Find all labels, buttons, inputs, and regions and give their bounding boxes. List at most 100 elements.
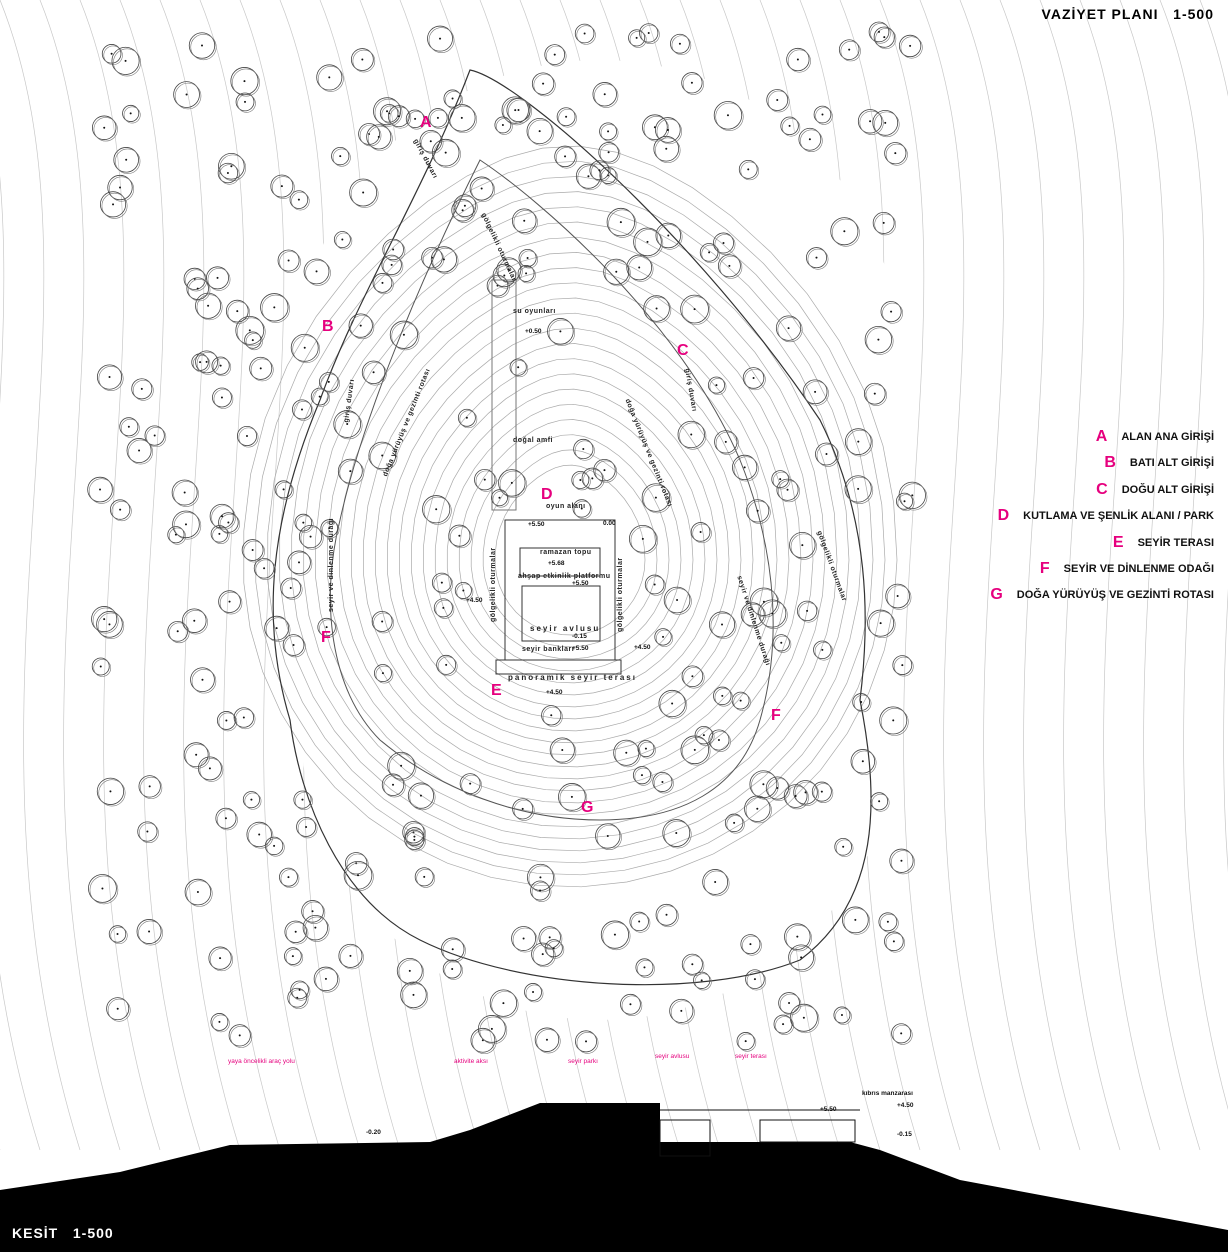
tree-icon [287, 550, 313, 576]
tree-icon [633, 227, 664, 258]
tree-icon [620, 993, 643, 1017]
tree-icon [773, 1014, 794, 1035]
tree-icon [681, 72, 704, 95]
tree-icon [433, 598, 455, 619]
tree-icon [131, 378, 154, 401]
marker-c: C [677, 342, 689, 359]
contour-line [1119, 0, 1201, 1151]
tree-icon [880, 301, 904, 324]
tree-icon [699, 243, 720, 264]
tree-icon [277, 249, 301, 273]
tree-icon [374, 664, 394, 684]
legend-text: BATI ALT GİRİŞİ [1129, 457, 1214, 469]
tree-icon [470, 1027, 497, 1055]
tree-icon [197, 756, 224, 782]
tree-icon [784, 923, 812, 952]
legend-text: DOĞU ALT GİRİŞİ [1121, 484, 1214, 496]
tree-icon [182, 608, 208, 635]
tree-icon [884, 931, 906, 953]
tree-icon [167, 620, 190, 644]
tree-icon [494, 116, 513, 135]
stair-strip [491, 279, 517, 511]
tree-icon [373, 97, 403, 127]
contour-line [255, 160, 886, 876]
tree-icon [599, 122, 619, 142]
label-golgelikli-left: gölgelikli oturmalar [490, 547, 497, 622]
tree-icon [872, 212, 896, 236]
section-label-kibris: kıbrıs manzarası [862, 1090, 913, 1097]
tree-icon [282, 634, 306, 658]
tree-icon [431, 572, 454, 594]
legend-letter: E [1112, 534, 1124, 551]
contour-line [470, 434, 670, 660]
tree-icon [316, 64, 344, 92]
tree-icon [313, 966, 340, 993]
tree-icon [249, 356, 274, 382]
contour-line [79, 0, 161, 1151]
tree-icon [530, 880, 552, 902]
tree-icon [87, 476, 115, 504]
tree-icon [212, 387, 234, 409]
tree-icon [798, 127, 823, 153]
legend-item-b: B BATI ALT GİRİŞİ [1104, 452, 1214, 474]
contour-line [267, 176, 874, 864]
tree-icon [188, 32, 217, 61]
marker-f-east: F [771, 707, 781, 724]
tree-icon [184, 878, 213, 907]
tree-icon [136, 919, 163, 946]
tree-icon [740, 934, 762, 956]
contour-line [387, 327, 754, 744]
tree-icon [745, 969, 767, 991]
tree-icon [400, 981, 429, 1010]
tree-icon [100, 191, 128, 219]
tree-icon [190, 667, 217, 694]
walking-paths [272, 69, 872, 986]
tree-icon [381, 773, 406, 798]
tree-icon [317, 617, 338, 638]
tree-icon [489, 989, 519, 1019]
tree-icon [368, 441, 398, 471]
tree-icon [195, 350, 220, 375]
tree-icon [524, 983, 544, 1003]
tree-icon [713, 232, 736, 255]
tree-icon [109, 499, 132, 522]
tree-icon [343, 860, 374, 891]
tree-icon [771, 470, 791, 490]
tree-icon [91, 657, 112, 677]
section-label-seyir-avlusu: seyir avlusu [655, 1053, 690, 1060]
tree-icon [593, 458, 618, 483]
tree-icon [844, 428, 874, 457]
tree-icon [592, 82, 619, 108]
tree-icon [736, 1032, 757, 1052]
tree-icon [241, 539, 265, 563]
tree-icon [448, 104, 477, 134]
tree-icon [644, 574, 666, 596]
tree-icon [191, 353, 211, 373]
tree-icon [284, 920, 309, 945]
tree-icon [572, 499, 593, 520]
tree-icon [126, 438, 153, 465]
tree-icon [290, 980, 311, 1001]
trees [87, 21, 928, 1055]
tree-icon [331, 146, 351, 167]
tree-icon [556, 107, 577, 128]
legend-letter: B [1104, 454, 1116, 471]
tree-icon [541, 705, 563, 727]
tree-icon [296, 817, 318, 839]
label-seyir-banklari: seyir bankları [522, 646, 575, 653]
tree-icon [606, 207, 637, 238]
label-ramazan-topu: ramazan topu [540, 549, 592, 556]
section-label-seyir-parki: seyir parkı [568, 1058, 598, 1065]
section-level-m015: -0.15 [897, 1131, 912, 1138]
tree-icon [111, 46, 141, 77]
tree-icon [218, 512, 241, 535]
tree-icon [558, 783, 588, 813]
tree-icon [389, 320, 420, 351]
tree-icon [88, 874, 119, 905]
tree-icon [246, 821, 274, 849]
tree-icon [652, 771, 674, 794]
tree-icon [789, 531, 817, 560]
tree-icon [96, 777, 126, 807]
